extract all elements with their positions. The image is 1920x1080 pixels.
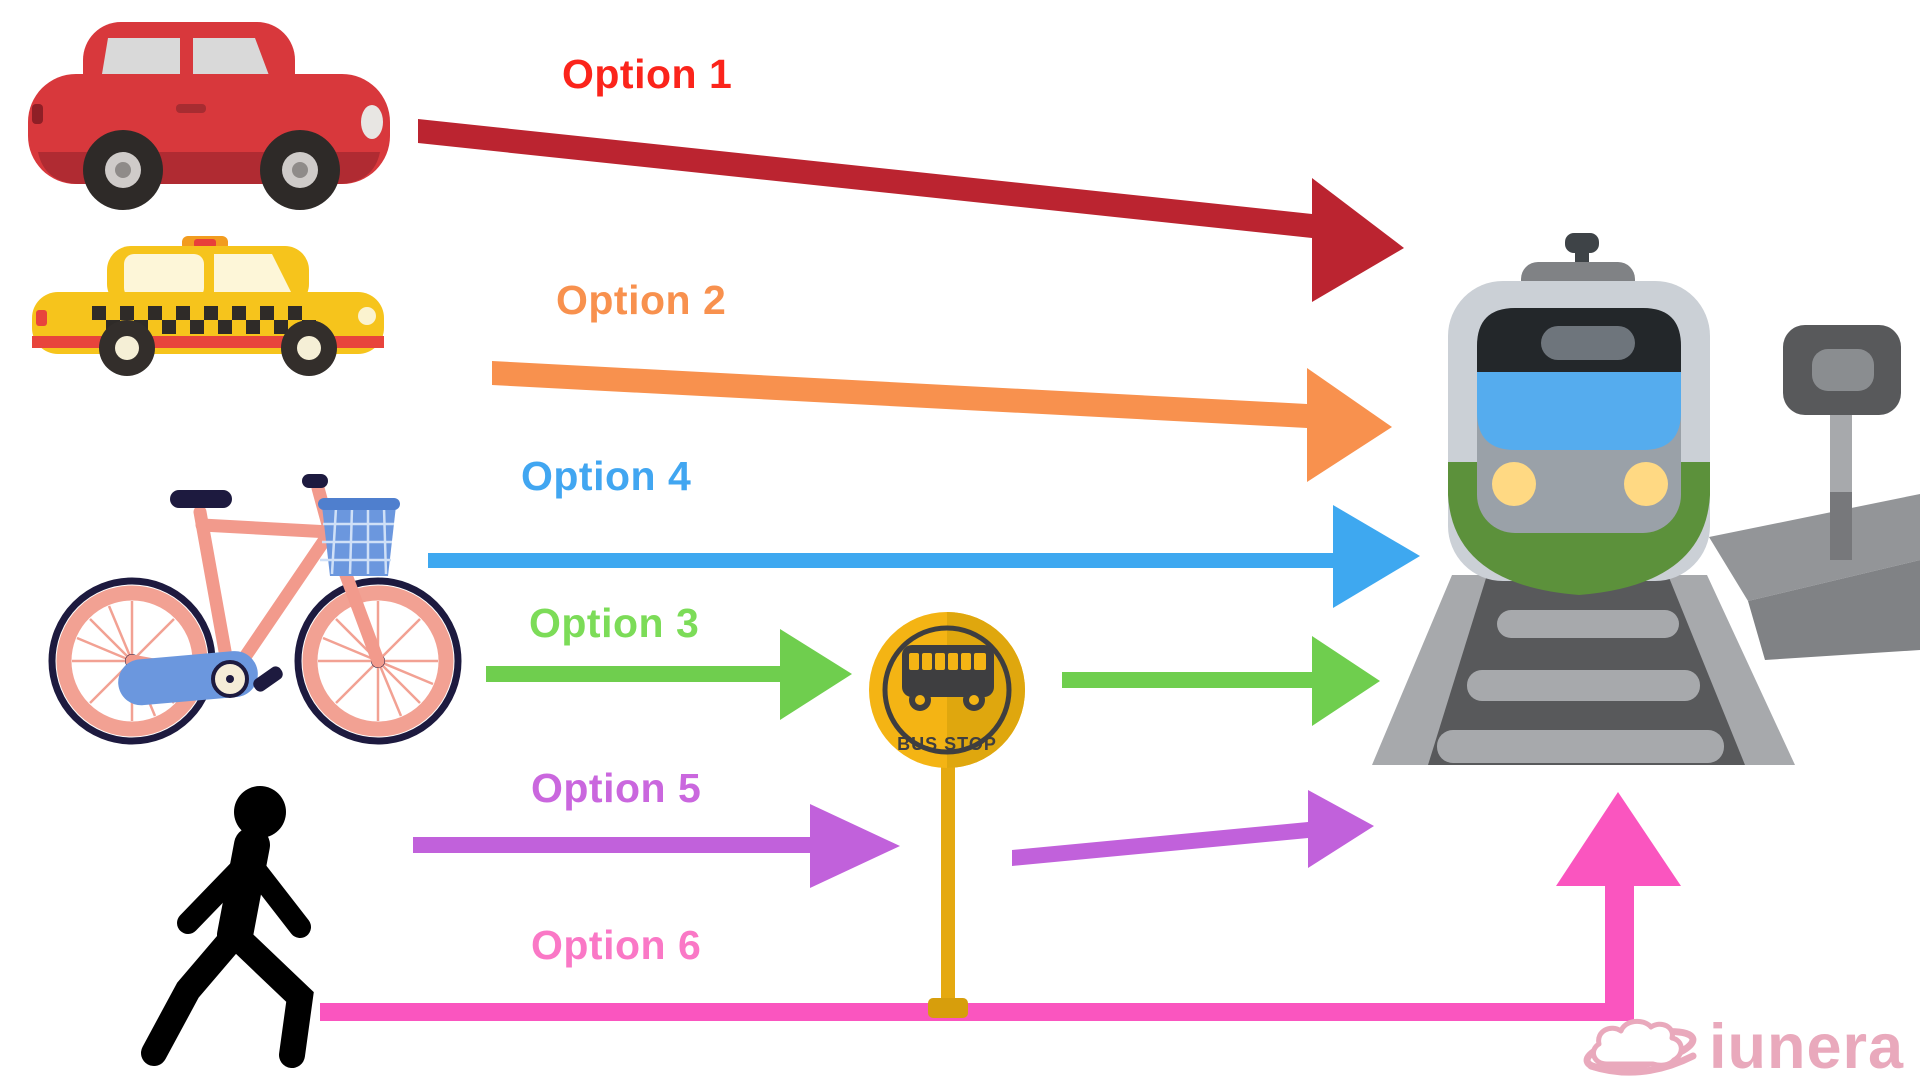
bus-stop-sign: BUS STOP [869,612,1025,1018]
platform-top [1709,494,1920,601]
bicycle-crank-center [226,675,234,683]
cloud-swoosh-icon [1583,1018,1697,1076]
car-door-handle [176,104,206,113]
taxi-taillight [36,310,47,326]
option-5-arrow-shaft [413,837,810,853]
platform-sign-pole-lower [1830,492,1852,560]
platform-front [1748,560,1920,660]
track-sleeper [1467,670,1700,701]
bus-windshield [974,653,986,670]
option-2-label: Option 2 [556,277,727,323]
pedestrian-icon [141,786,314,1068]
taxi-headlight [358,307,376,325]
pedestrian-back-arm [177,852,257,934]
option-1-label: Option 1 [562,51,733,97]
option-3-label: Option 3 [529,600,700,646]
option-5-label: Option 5 [531,765,702,811]
option-5-arrow2-head [1308,790,1374,868]
platform-sign-pole [1830,404,1852,499]
option-6-arrow [320,792,1681,1021]
car-wheel-center [292,162,308,178]
option-3-arrow-shaft [486,666,780,682]
option-3-arrows [486,629,1380,726]
pedestrian-head [234,786,286,838]
bus-stop-ring [882,625,1012,755]
platform-sign-panel [1812,349,1874,391]
taxi-wheel-hub [115,336,139,360]
bus-wheel-hub [969,695,979,705]
track-sleeper [1497,610,1679,638]
car-taillight [32,104,43,124]
bus-window [922,653,932,670]
option-4-arrow-head [1333,505,1420,608]
bicycle-handlebar-grip [302,474,328,488]
car-headlight [361,105,383,139]
bicycle-pedal [253,666,283,692]
bus-window [909,653,919,670]
option-4-arrow [428,505,1420,608]
train-station-icon [1372,233,1920,765]
bus-stop-pole [941,760,955,1005]
train-headlight-right [1624,462,1668,506]
option-2-arrow [492,361,1392,482]
pedestrian-front-arm [237,849,311,938]
train-window [1477,372,1681,450]
train-headlight-left [1492,462,1536,506]
bus-stop-sign-text: BUS STOP [897,734,997,754]
bus-window [961,653,971,670]
option-5-arrow2-shaft [1012,822,1308,866]
option-5-arrows [413,790,1374,888]
brand-logo: iunera [1583,1008,1904,1080]
option-3-arrow-head [780,629,852,720]
option-1-arrow-shaft [418,119,1312,238]
bus-icon [902,645,994,711]
bus-wheel-hub [915,695,925,705]
option-6-label: Option 6 [531,922,702,968]
bus-window [935,653,945,670]
option-2-arrow-head [1307,368,1392,482]
car-icon [28,22,390,210]
option-4-arrow-shaft [428,553,1333,568]
train-destination-sign [1541,326,1635,360]
brand-logo-text: iunera [1709,1012,1905,1080]
train-antenna-knob [1565,233,1599,253]
bicycle-icon [48,474,462,745]
taxi-window-rear [124,254,204,298]
bicycle-basket [318,498,400,576]
option-1-arrow-head [1312,178,1404,302]
bicycle-seat [170,490,232,508]
option-5-arrow-head [810,804,900,888]
track-sleeper [1437,730,1724,763]
option-1-arrow [418,119,1404,302]
bus-stop-pole-base [928,998,968,1018]
bus-body [902,645,994,697]
pedestrian-front-leg [222,922,314,1068]
taxi-icon [32,236,384,376]
option-3-arrow2-head [1312,636,1380,726]
taxi-window-front [214,254,294,298]
option-3-arrow2-shaft [1062,672,1312,688]
taxi-roof-light-center [194,239,216,248]
option-4-label: Option 4 [521,453,692,499]
car-wheel-center [115,162,131,178]
bus-window [948,653,958,670]
option-2-arrow-shaft [492,361,1307,428]
pedestrian-back-leg [141,922,248,1066]
option-6-arrow-shaft [320,885,1634,1021]
taxi-wheel-hub [297,336,321,360]
option-6-arrow-head [1556,792,1681,886]
